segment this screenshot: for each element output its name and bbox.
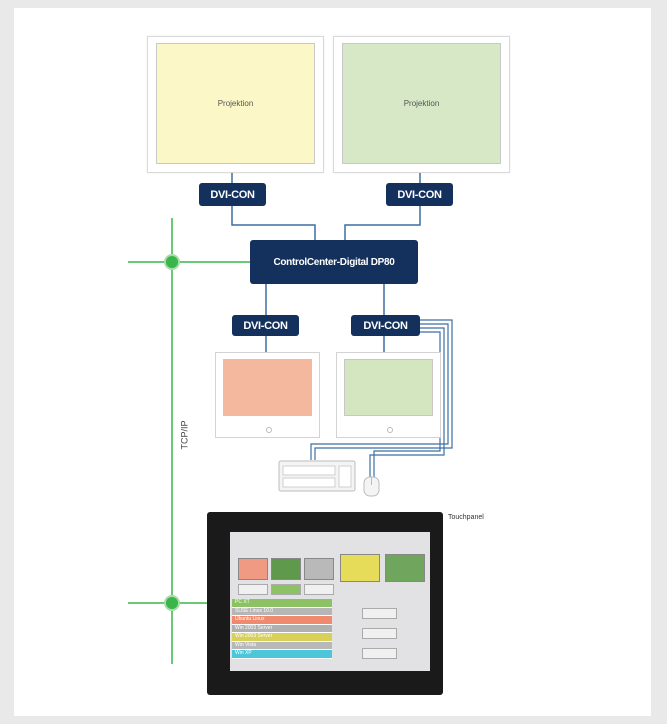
list-item[interactable]: Win 2003 Server <box>232 633 332 642</box>
computer-tile[interactable] <box>271 558 301 580</box>
projector-right: Projektion <box>333 36 510 173</box>
panel-button[interactable] <box>362 608 397 619</box>
list-item[interactable]: Ubuntu Linux <box>232 616 332 625</box>
keyboard-keys <box>282 465 336 476</box>
touchpanel-screen: PC XT SUSE Linux 10.0 Ubuntu Linux Win 2… <box>230 532 430 671</box>
computer-list: PC XT SUSE Linux 10.0 Ubuntu Linux Win 2… <box>232 599 332 659</box>
panel-button[interactable] <box>362 628 397 639</box>
dvi-con-badge: DVI-CON <box>386 183 453 206</box>
projector-left: Projektion <box>147 36 324 173</box>
cable-keyboard-2 <box>310 323 449 460</box>
list-item[interactable]: SUSE Linux 10.0 <box>232 607 332 616</box>
projector-screen: Projektion <box>156 43 315 164</box>
network-label: TCP/IP <box>179 420 190 450</box>
touchpanel-label: Touchpanel <box>448 514 484 521</box>
controller-box: ControlCenter-Digital DP80 <box>250 240 418 284</box>
list-item[interactable]: Win 2003 Server <box>232 624 332 633</box>
cable-keyboard <box>314 319 453 460</box>
monitor-left <box>215 352 320 438</box>
projector-screen: Projektion <box>342 43 501 164</box>
panel-button[interactable] <box>304 584 334 595</box>
mouse-icon <box>363 476 380 497</box>
cable-mouse-2 <box>373 331 441 478</box>
keyboard-keys <box>282 477 336 488</box>
computer-tile[interactable] <box>385 554 425 582</box>
cable-mouse <box>369 327 445 478</box>
list-item[interactable]: Win XP <box>232 650 332 659</box>
computer-tile[interactable] <box>304 558 334 580</box>
panel-button[interactable] <box>271 584 301 595</box>
computer-tile[interactable] <box>238 558 268 580</box>
monitor-right <box>336 352 441 438</box>
dvi-con-badge: DVI-CON <box>199 183 266 206</box>
dvi-con-badge: DVI-CON <box>351 315 420 336</box>
projector-label: Projektion <box>217 99 254 108</box>
cable-dvi2-controller <box>344 206 421 240</box>
power-led <box>265 427 272 433</box>
keyboard-numpad <box>338 465 352 488</box>
touchpanel: PC XT SUSE Linux 10.0 Ubuntu Linux Win 2… <box>207 512 443 695</box>
network-node <box>164 595 180 611</box>
keyboard-icon <box>278 460 356 492</box>
network-node <box>164 254 180 270</box>
panel-button[interactable] <box>362 648 397 659</box>
list-item[interactable]: Win Vista <box>232 641 332 650</box>
computer-tile[interactable] <box>340 554 380 582</box>
dvi-con-badge: DVI-CON <box>232 315 299 336</box>
list-item[interactable]: PC XT <box>232 599 332 608</box>
projector-label: Projektion <box>403 99 440 108</box>
panel-button[interactable] <box>238 584 268 595</box>
monitor-screen <box>344 359 433 416</box>
power-led <box>386 427 393 433</box>
monitor-screen <box>223 359 312 416</box>
cable-dvi1-controller <box>231 206 316 240</box>
